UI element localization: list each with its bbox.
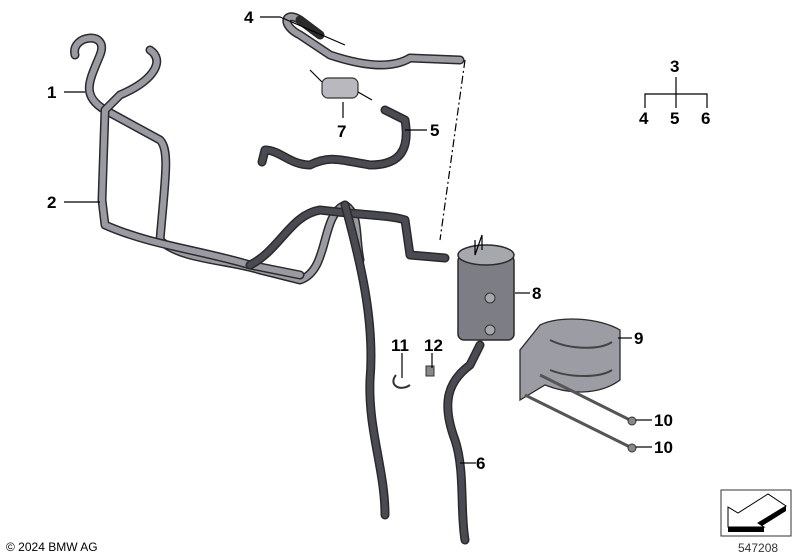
callout-9: 9 xyxy=(634,329,643,348)
carbon-canister-8[interactable] xyxy=(457,234,515,341)
callout-10-lower: 10 xyxy=(654,438,673,457)
callout-7: 7 xyxy=(337,122,346,141)
fuel-filter-7[interactable] xyxy=(321,77,359,99)
hose-assembly-1-2[interactable] xyxy=(70,33,450,520)
callout-10-upper: 10 xyxy=(654,411,673,430)
copyright: © 2024 BMW AG xyxy=(6,540,98,554)
clamp-11-screw-12[interactable] xyxy=(392,365,435,389)
callout-5: 5 xyxy=(430,121,439,140)
bracket-9[interactable] xyxy=(519,318,621,402)
legend-parent: 3 xyxy=(670,57,679,76)
hose-assembly-4-5-7[interactable] xyxy=(257,12,465,170)
legend-child-1: 4 xyxy=(639,109,649,128)
callout-11: 11 xyxy=(391,336,409,355)
callout-1: 1 xyxy=(47,83,56,102)
arrow-down-left-icon[interactable] xyxy=(720,489,792,537)
legend-child-3: 6 xyxy=(701,109,710,128)
callout-6: 6 xyxy=(476,454,485,473)
callout-12: 12 xyxy=(424,336,443,355)
bolts-10[interactable] xyxy=(524,373,637,453)
hose-6[interactable] xyxy=(443,340,485,545)
diagram-number: 547208 xyxy=(738,541,779,555)
callout-8: 8 xyxy=(532,284,541,303)
legend-child-2: 5 xyxy=(670,109,679,128)
leader-lines xyxy=(64,16,652,464)
callout-2: 2 xyxy=(47,193,56,212)
legend-tree: 3 4 5 6 xyxy=(639,57,710,128)
callout-4: 4 xyxy=(244,8,254,27)
